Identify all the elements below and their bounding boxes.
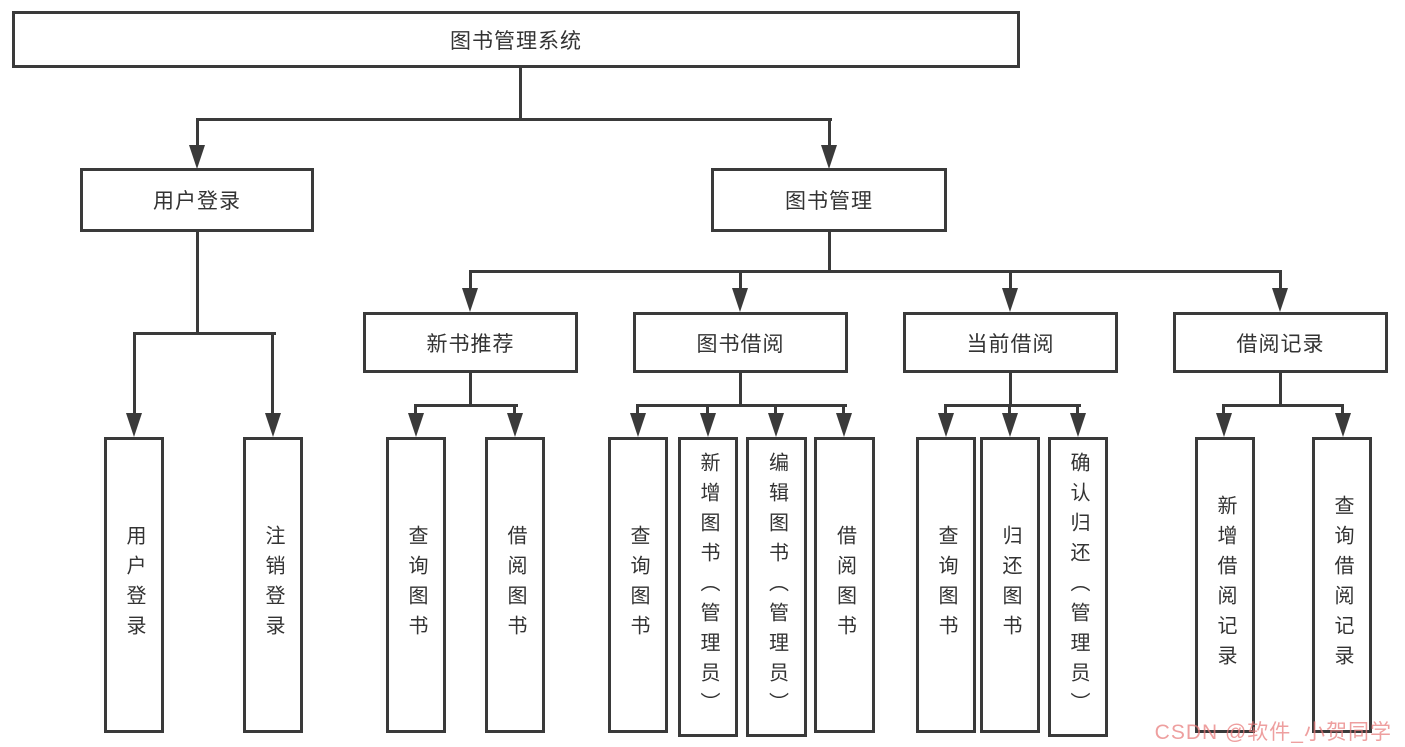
arrow-down-icon (189, 145, 205, 169)
arrow-down-icon (1070, 413, 1086, 437)
leaf-query-borrow-record: 查询借阅记录 (1312, 437, 1372, 733)
connector-line (1076, 406, 1079, 416)
arrow-down-icon (507, 413, 523, 437)
leaf-query-books-current: 查询图书 (916, 437, 976, 733)
node-new-book-recommend: 新书推荐 (363, 312, 578, 373)
arrow-down-icon (1002, 288, 1018, 312)
connector-line (513, 406, 516, 416)
node-root: 图书管理系统 (12, 11, 1020, 68)
connector-line (1008, 406, 1011, 416)
connector-line (1009, 272, 1012, 292)
connector-line (133, 332, 276, 335)
leaf-borrow-books-borrow: 借阅图书 (814, 437, 875, 733)
connector-line (944, 406, 947, 416)
node-current-borrow: 当前借阅 (903, 312, 1118, 373)
connector-line (636, 404, 847, 407)
connector-line (828, 120, 831, 147)
arrow-down-icon (408, 413, 424, 437)
connector-line (828, 232, 831, 272)
leaf-edit-book-admin: 编辑图书（管理员） (746, 437, 807, 737)
arrow-down-icon (821, 145, 837, 169)
arrow-down-icon (462, 288, 478, 312)
connector-line (469, 270, 1282, 273)
arrow-down-icon (630, 413, 646, 437)
leaf-user-login: 用户登录 (104, 437, 164, 733)
connector-line (414, 404, 518, 407)
arrow-down-icon (836, 413, 852, 437)
connector-line (519, 68, 522, 121)
leaf-add-borrow-record: 新增借阅记录 (1195, 437, 1255, 733)
connector-line (1009, 373, 1012, 406)
connector-line (196, 232, 199, 335)
connector-line (469, 272, 472, 292)
arrow-down-icon (768, 413, 784, 437)
watermark-text: CSDN @软件_小贺同学 (1154, 721, 1392, 744)
leaf-confirm-return-admin: 确认归还（管理员） (1048, 437, 1108, 737)
node-user-login: 用户登录 (80, 168, 314, 232)
leaf-logout: 注销登录 (243, 437, 303, 733)
connector-line (133, 334, 136, 416)
leaf-query-books-recommend: 查询图书 (386, 437, 446, 733)
connector-line (414, 406, 417, 416)
connector-line (1279, 272, 1282, 292)
connector-line (469, 373, 472, 406)
leaf-return-book: 归还图书 (980, 437, 1040, 733)
connector-line (842, 406, 845, 416)
arrow-down-icon (1216, 413, 1232, 437)
connector-line (739, 373, 742, 406)
connector-line (196, 118, 832, 121)
leaf-add-book-admin: 新增图书（管理员） (678, 437, 738, 737)
arrow-down-icon (732, 288, 748, 312)
arrow-down-icon (700, 413, 716, 437)
connector-line (1222, 404, 1344, 407)
leaf-query-books-borrow: 查询图书 (608, 437, 668, 733)
connector-line (1222, 406, 1225, 416)
arrow-down-icon (938, 413, 954, 437)
node-borrow-records: 借阅记录 (1173, 312, 1388, 373)
connector-line (1279, 373, 1282, 406)
arrow-down-icon (1002, 413, 1018, 437)
arrow-down-icon (265, 413, 281, 437)
connector-line (706, 406, 709, 416)
connector-line (271, 334, 274, 416)
connector-line (774, 406, 777, 416)
leaf-borrow-books-recommend: 借阅图书 (485, 437, 545, 733)
arrow-down-icon (1272, 288, 1288, 312)
arrow-down-icon (126, 413, 142, 437)
arrow-down-icon (1335, 413, 1351, 437)
connector-line (739, 272, 742, 292)
connector-line (944, 404, 1081, 407)
connector-line (636, 406, 639, 416)
node-book-borrow: 图书借阅 (633, 312, 848, 373)
connector-line (196, 120, 199, 147)
node-book-management: 图书管理 (711, 168, 947, 232)
connector-line (1341, 406, 1344, 416)
